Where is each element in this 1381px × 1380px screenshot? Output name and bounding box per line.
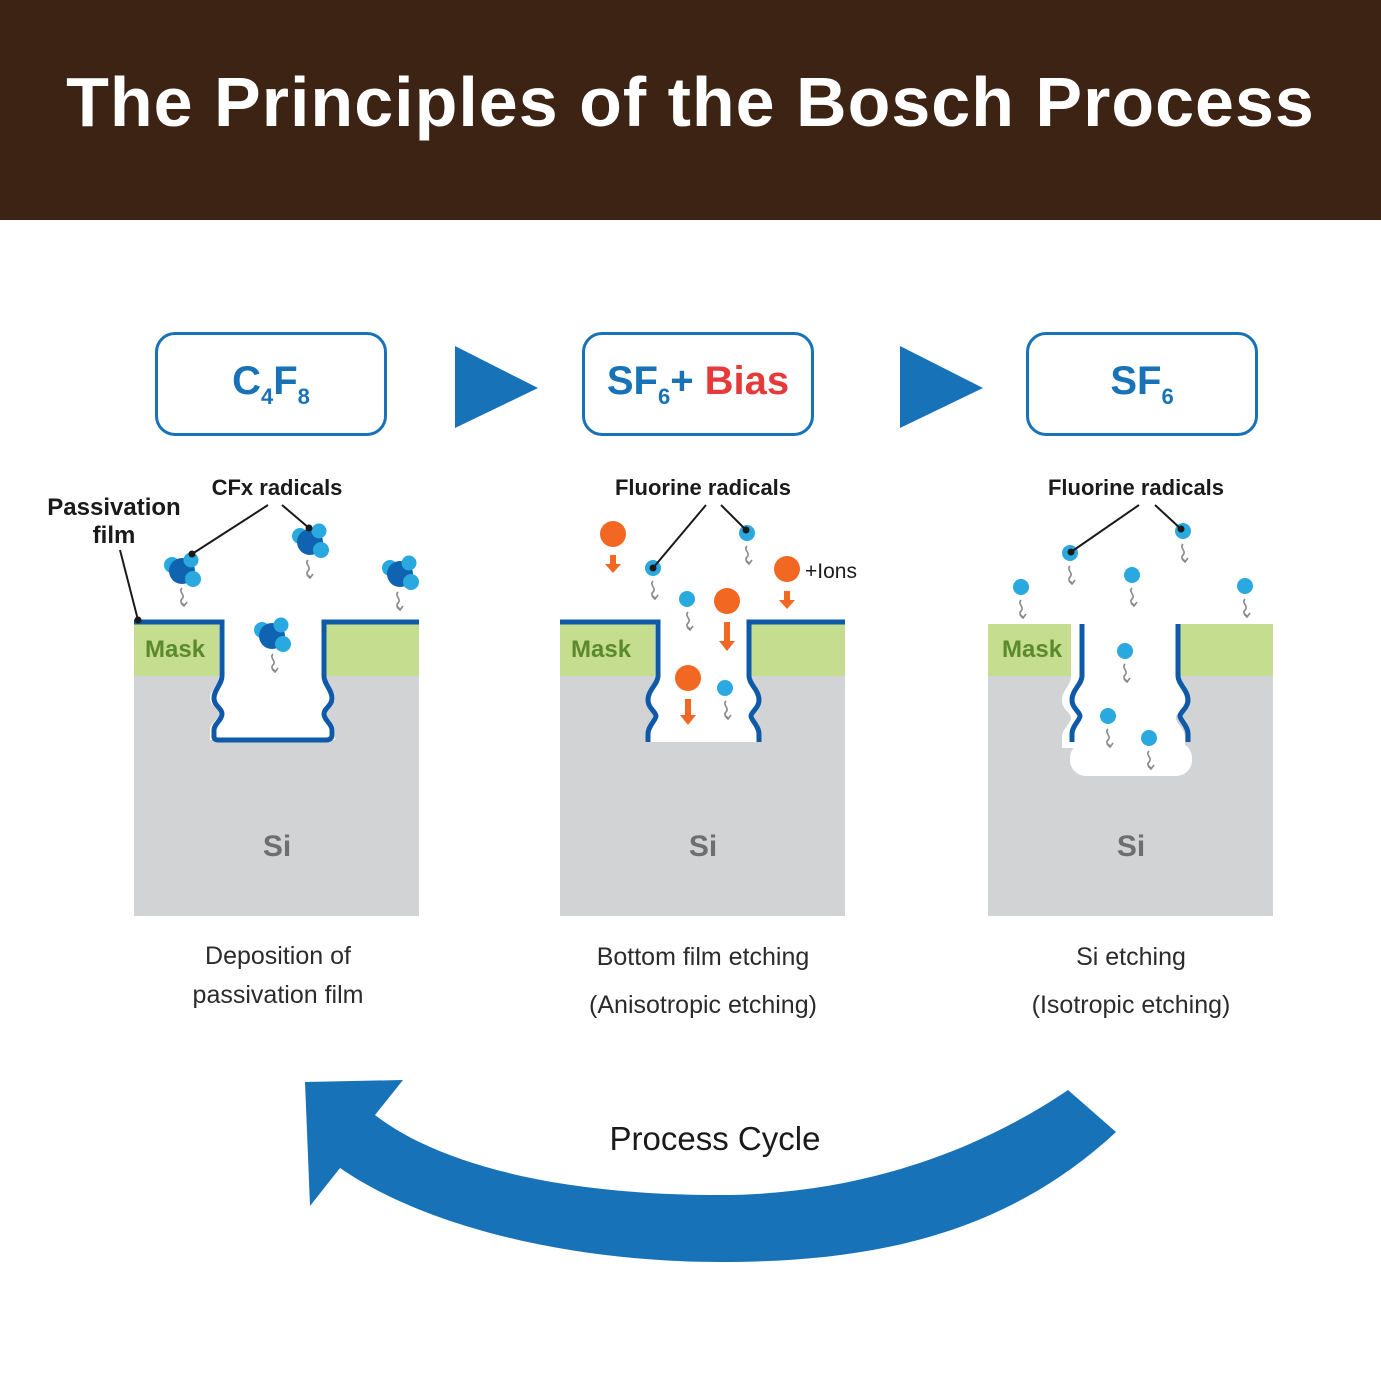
gas-formula: C4F8: [232, 358, 310, 409]
fluorine-radical-icon: [717, 680, 733, 696]
ion-icon: [714, 588, 740, 614]
fluorine-radicals-label: Fluorine radicals: [615, 475, 791, 500]
fluorine-radicals-label: Fluorine radicals: [1048, 475, 1224, 500]
gas-box-sf6-bias: SF6+ Bias: [582, 332, 814, 436]
fluorine-radical-icon: [1141, 730, 1157, 746]
fluorine-radical-icon: [679, 591, 695, 607]
ions-label: +Ions: [805, 560, 857, 583]
cycle-arrow-icon: [305, 1080, 1116, 1262]
gas-formula: SF6: [1110, 358, 1174, 409]
caption-bottom-etching: Bottom film etching (Anisotropic etching…: [589, 943, 817, 1019]
mask-label: Mask: [571, 636, 632, 663]
cfx-molecule-icon: [382, 555, 419, 590]
fluorine-radical-icon: [1117, 643, 1133, 659]
fluorine-radical-icon: [1124, 567, 1140, 583]
page-title: The Principles of the Bosch Process: [66, 63, 1315, 141]
gas-box-c4f8: C4F8: [155, 332, 387, 436]
panel-bottom-etching: Fluorine radicals +Ions Mask Si: [560, 475, 857, 916]
process-cycle-label: Process Cycle: [609, 1120, 821, 1157]
fluorine-radical-icon: [1237, 578, 1253, 594]
step-arrow-icon: [900, 346, 983, 428]
panel-si-etching: Fluorine radicals Mask Si: [988, 475, 1273, 916]
ion-icon: [675, 665, 701, 691]
ion-icon: [774, 556, 800, 582]
mask-label: Mask: [145, 636, 206, 663]
caption-si-etching: Si etching (Isotropic etching): [1031, 943, 1231, 1019]
cfx-radicals-label: CFx radicals: [212, 475, 343, 500]
mask-label: Mask: [1002, 636, 1063, 663]
cfx-molecule-icon: [164, 552, 201, 587]
gas-formula: SF6+ Bias: [606, 358, 790, 409]
passivation-film: [134, 619, 419, 743]
si-label: Si: [263, 830, 291, 863]
si-label: Si: [689, 830, 717, 863]
title-banner: The Principles of the Bosch Process: [0, 0, 1381, 220]
panel-deposition: CFx radicals Passivation film Mask Si: [47, 475, 419, 916]
fluorine-radical-icon: [1013, 579, 1029, 595]
isotropic-cavity: [1070, 742, 1192, 776]
si-label: Si: [1117, 830, 1145, 863]
gas-box-sf6: SF6: [1026, 332, 1258, 436]
step-arrow-icon: [455, 346, 538, 428]
passivation-label: Passivation: [47, 494, 180, 521]
ion-icon: [600, 521, 626, 547]
passivation-label: film: [93, 522, 136, 549]
fluorine-radical-icon: [1100, 708, 1116, 724]
caption-deposition: Deposition of passivation film: [192, 942, 364, 1009]
